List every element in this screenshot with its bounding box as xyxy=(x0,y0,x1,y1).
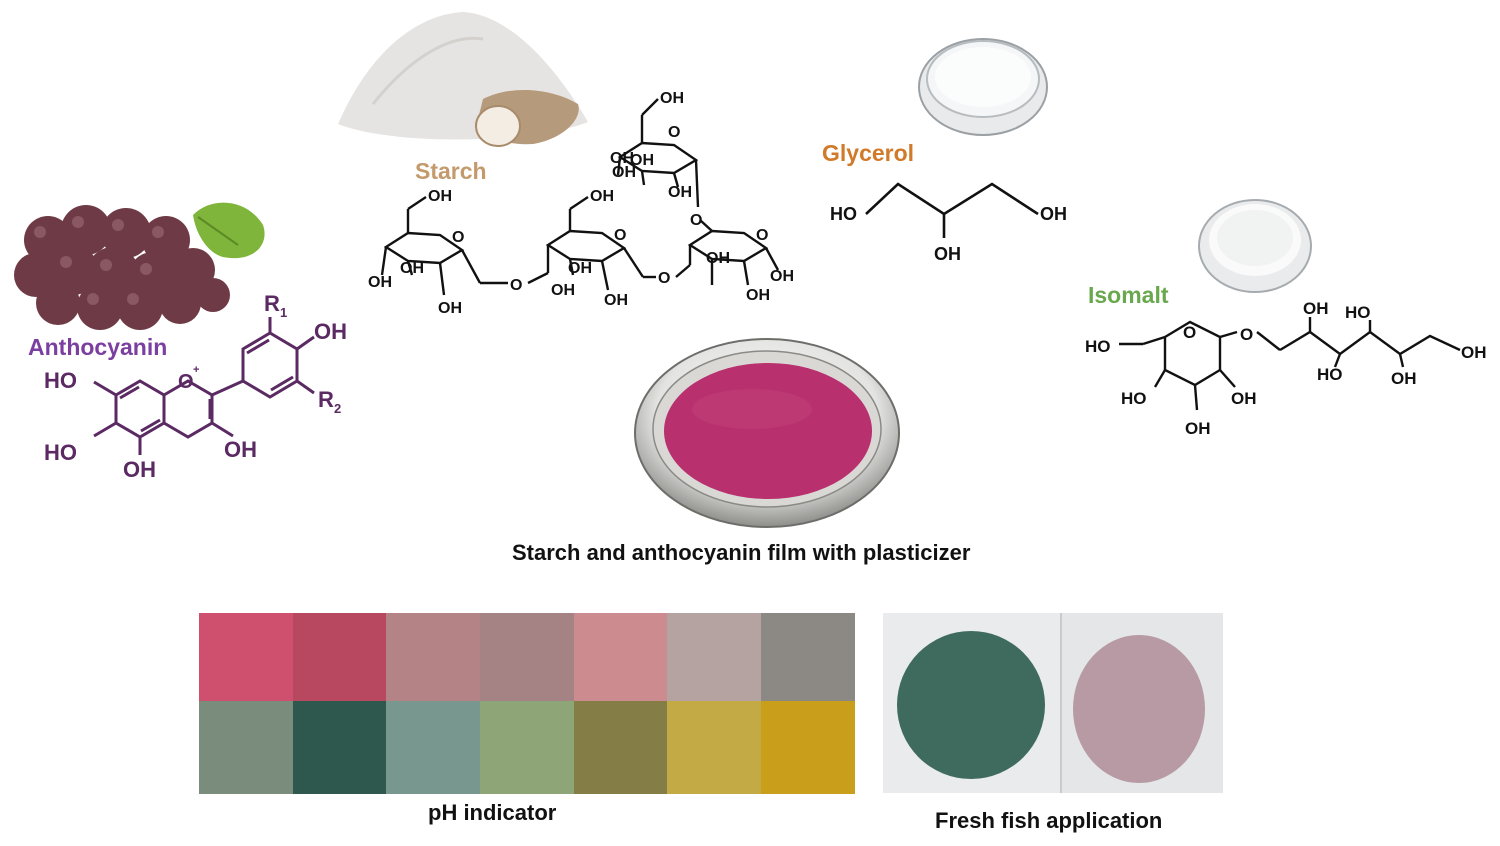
film-caption: Starch and anthocyanin film with plastic… xyxy=(512,540,971,565)
svg-text:OH: OH xyxy=(123,457,156,480)
svg-text:O: O xyxy=(658,270,670,287)
fresh-fish-caption: Fresh fish application xyxy=(935,808,1163,833)
glycerol-petri-dish xyxy=(918,38,1048,136)
ph-indicator-panel xyxy=(199,613,855,794)
svg-text:O: O xyxy=(614,227,626,244)
isomalt-structure: HO O HO OH OH O OH HO HO OH OH xyxy=(1085,299,1487,438)
film-surface xyxy=(664,363,872,499)
svg-text:OH: OH xyxy=(706,250,730,267)
ph-swatch-bottom-5 xyxy=(573,701,668,794)
anthocyanin-film-dish xyxy=(634,338,900,528)
svg-text:OH: OH xyxy=(1231,389,1257,408)
svg-text:HO: HO xyxy=(830,204,857,224)
isomalt-label: Isomalt xyxy=(1088,282,1169,308)
svg-text:OH: OH xyxy=(568,260,592,277)
anthocyanin-structure: HO HO OH OH O + OH R 2 R 1 xyxy=(44,291,347,480)
svg-text:OH: OH xyxy=(1185,419,1211,438)
svg-text:OH: OH xyxy=(551,282,575,299)
grapes-illustration xyxy=(14,202,265,330)
svg-text:O: O xyxy=(668,124,680,141)
svg-text:O: O xyxy=(1240,325,1253,344)
ph-swatch-top-7 xyxy=(761,613,855,701)
fresh-fish-application-photo xyxy=(883,613,1223,793)
ph-swatch-top-5 xyxy=(573,613,668,701)
ph-swatch-bottom-1 xyxy=(199,701,293,794)
ph-swatch-bottom-6 xyxy=(667,701,762,794)
svg-text:OH: OH xyxy=(314,319,347,344)
ph-swatch-top-3 xyxy=(386,613,481,701)
svg-text:OH: OH xyxy=(770,268,794,285)
svg-text:HO: HO xyxy=(44,368,77,393)
isomalt-petri-dish xyxy=(1198,199,1312,293)
svg-text:HO: HO xyxy=(1345,303,1371,322)
ph-swatch-top-1 xyxy=(199,613,293,701)
svg-text:OH: OH xyxy=(668,184,692,201)
svg-text:OH: OH xyxy=(746,287,770,304)
svg-text:2: 2 xyxy=(334,401,341,416)
svg-text:R: R xyxy=(318,387,334,412)
svg-text:HO: HO xyxy=(1085,337,1111,356)
ph-swatch-top-6 xyxy=(667,613,762,701)
svg-text:OH: OH xyxy=(630,152,654,169)
svg-text:OH: OH xyxy=(1040,204,1067,224)
svg-text:OH: OH xyxy=(660,90,684,107)
svg-text:OH: OH xyxy=(224,437,257,462)
svg-text:O: O xyxy=(1183,323,1196,342)
ph-swatch-bottom-2 xyxy=(292,701,387,794)
svg-text:1: 1 xyxy=(280,305,287,320)
svg-text:O: O xyxy=(756,227,768,244)
svg-text:OH: OH xyxy=(934,244,961,264)
svg-text:O: O xyxy=(690,212,702,229)
svg-text:OH: OH xyxy=(428,188,452,205)
svg-text:OH: OH xyxy=(368,274,392,291)
ph-swatch-top-4 xyxy=(480,613,574,701)
starch-powder-illustration xyxy=(338,12,588,147)
anthocyanin-label: Anthocyanin xyxy=(28,334,168,360)
glycerol-label: Glycerol xyxy=(822,140,915,166)
glycerol-structure: HO OH OH xyxy=(830,182,1067,264)
svg-text:HO: HO xyxy=(1121,389,1147,408)
ph-swatch-grid xyxy=(199,613,855,794)
fish-sample-aged xyxy=(1073,635,1205,783)
starch-structure: OH O OH OH OH O OH O OH OH OH O OH O OH … xyxy=(368,90,794,317)
svg-text:OH: OH xyxy=(610,150,634,167)
starch-label: Starch xyxy=(415,158,487,184)
svg-text:OH: OH xyxy=(604,292,628,309)
svg-text:OH: OH xyxy=(590,188,614,205)
ph-swatch-top-2 xyxy=(292,613,387,701)
svg-text:HO: HO xyxy=(1317,365,1343,384)
svg-text:OH: OH xyxy=(400,260,424,277)
svg-text:O: O xyxy=(452,229,464,246)
ph-swatch-bottom-4 xyxy=(480,701,574,794)
svg-text:OH: OH xyxy=(1461,343,1487,362)
svg-text:OH: OH xyxy=(612,164,636,181)
svg-text:OH: OH xyxy=(1303,299,1329,318)
svg-text:OH: OH xyxy=(438,300,462,317)
svg-text:O: O xyxy=(178,371,194,393)
svg-text:+: + xyxy=(193,364,199,376)
ph-swatch-bottom-7 xyxy=(761,701,855,794)
svg-text:OH: OH xyxy=(1391,369,1417,388)
fish-sample-fresh xyxy=(897,631,1045,779)
ph-indicator-caption: pH indicator xyxy=(428,800,557,825)
svg-text:R: R xyxy=(264,291,280,316)
svg-text:O: O xyxy=(510,277,522,294)
ph-swatch-bottom-3 xyxy=(386,701,481,794)
svg-text:HO: HO xyxy=(44,440,77,465)
